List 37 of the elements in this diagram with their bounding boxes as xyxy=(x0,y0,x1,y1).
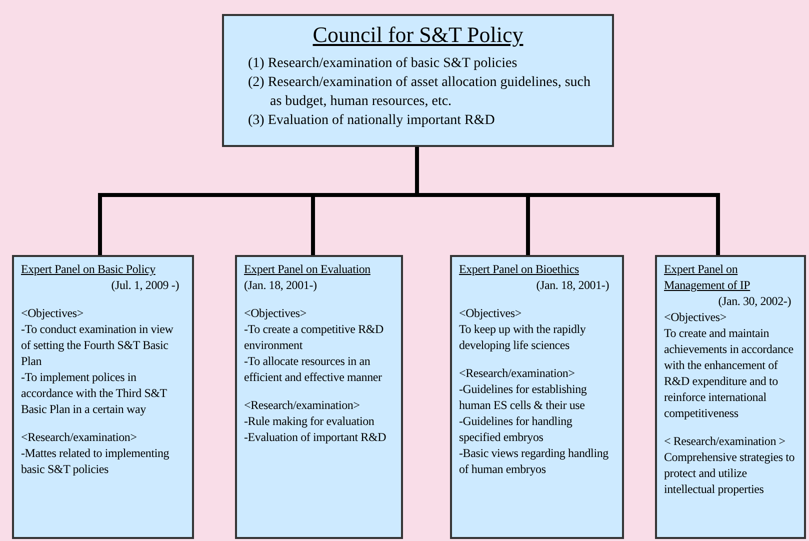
panel-text: -Mattes related to implementing basic S&T policies xyxy=(21,445,170,477)
panel-text: To keep up with the rapidly developing life sciences xyxy=(459,321,587,353)
panel-box xyxy=(12,255,194,539)
function-item: (2) Research/examination of asset allocation guidelines, such as budget, human resources, etc. xyxy=(247,74,592,111)
panel-text: <Research/examination> xyxy=(244,397,361,413)
panel-text: -Guidelines for handling specified embryos xyxy=(459,413,574,445)
panel-text: -To create a competitive R&D environment xyxy=(244,321,385,353)
panel-text: <Objectives> xyxy=(244,305,308,321)
panel-text: -Basic views regarding handling of human embryos xyxy=(459,445,610,477)
panel-text: <Research/examination> xyxy=(21,429,138,445)
panel-text: -To allocate resources in an efficient and effective manner xyxy=(244,353,383,385)
panel-text: <Objectives> xyxy=(21,305,84,321)
panel-heading: Expert Panel on Bioethics xyxy=(459,261,580,277)
panel-heading: Expert Panel on Evaluation (Jan. 18, 2001-) xyxy=(244,261,372,293)
function-item: (1) Research/examination of basic S&T policies xyxy=(247,55,518,73)
date-text: (Jan. 30, 2002-) xyxy=(717,293,792,309)
panel-text: <Research/examination> xyxy=(459,365,576,381)
panel-text: Comprehensive strategies to protect and utilize intellectual properties xyxy=(664,449,796,497)
panel-text: To create and maintain achievements in accordance with the enhancement of R&D expenditure and to reinforce international competitiveness xyxy=(664,325,794,421)
council-title: Council for S&T Policy xyxy=(312,21,524,49)
panel-heading: Expert Panel on Management of IP xyxy=(664,261,752,293)
council-box xyxy=(222,14,614,147)
panel-text: < Research/examination > xyxy=(664,433,786,449)
panel-heading: Expert Panel on Basic Policy xyxy=(21,261,156,277)
panel-text: <Objectives> xyxy=(459,305,522,321)
date-text: (Jul. 1, 2009 -) xyxy=(110,277,180,293)
panel-text: -Rule making for evaluation xyxy=(244,413,376,429)
date-text: (Jan. 18, 2001-) xyxy=(535,277,610,293)
panel-text: -To conduct examination in view of setting the Fourth S&T Basic Plan xyxy=(21,321,174,369)
panel-box xyxy=(235,255,403,539)
panel-text: -To implement polices in accordance with the Third S&T Basic Plan in a certain way xyxy=(21,369,168,417)
panel-text: -Guidelines for establishing human ES cells & their use xyxy=(459,381,588,413)
panel-text: -Evaluation of important R&D xyxy=(244,429,388,445)
panel-box xyxy=(450,255,624,539)
function-item: (3) Evaluation of nationally important R&D xyxy=(247,112,496,130)
panel-box xyxy=(655,255,806,539)
panel-text: <Objectives> xyxy=(664,309,728,325)
